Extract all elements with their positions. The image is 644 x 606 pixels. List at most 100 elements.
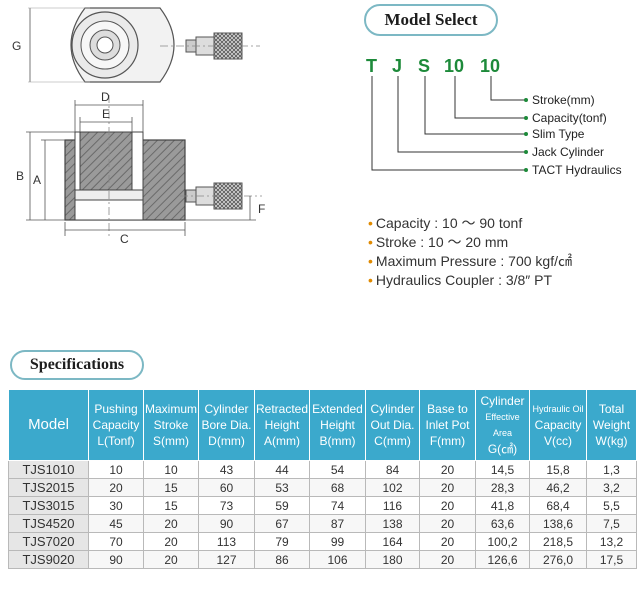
section-view: [64, 95, 262, 236]
table-cell: 79: [254, 532, 310, 551]
table-cell: 41,8: [475, 496, 530, 515]
code-letter-slim: S: [418, 56, 431, 76]
table-cell: 44: [254, 460, 310, 479]
table-cell: 43: [198, 460, 255, 479]
legend-dot: [524, 168, 528, 172]
table-cell: 138,6: [529, 514, 587, 533]
legend-dot: [524, 150, 528, 154]
legend-dot: [524, 116, 528, 120]
dim-label-g: G: [12, 39, 21, 53]
table-cell: 14,5: [475, 460, 530, 479]
table-cell: 15,8: [529, 460, 587, 479]
code-capacity: 10: [444, 56, 465, 76]
table-cell: 180: [365, 550, 420, 569]
table-cell: 10: [88, 460, 144, 479]
table-cell: 13,2: [586, 532, 637, 551]
feature-item: •Hydraulics Coupler : 3/8″ PT: [368, 272, 553, 288]
code-letter-type: J: [392, 56, 403, 76]
model-select-title: Model Select: [364, 4, 498, 36]
table-cell: 127: [198, 550, 255, 569]
table-cell: 63,6: [475, 514, 530, 533]
table-cell: 68,4: [529, 496, 587, 515]
dimension-lines: [26, 100, 256, 236]
model-cell: TJS1010: [8, 460, 89, 479]
table-cell: 126,6: [475, 550, 530, 569]
model-cell: TJS3015: [8, 496, 89, 515]
table-cell: 1,3: [586, 460, 637, 479]
feature-item: •Maximum Pressure : 700 kgf/㎠: [368, 253, 572, 269]
legend-capacity: Capacity(tonf): [532, 111, 607, 125]
table-cell: 276,0: [529, 550, 587, 569]
table-cell: 218,5: [529, 532, 587, 551]
table-cell: 17,5: [586, 550, 637, 569]
feature-item: •Capacity : 10 ～ 90 tonf: [368, 215, 523, 231]
table-cell: 20: [419, 514, 476, 533]
cylinder-technical-drawing: G D E B A C F: [12, 7, 265, 246]
table-cell: 20: [419, 460, 476, 479]
table-cell: 15: [143, 496, 199, 515]
legend-slim-type: Slim Type: [532, 127, 585, 141]
table-cell: 59: [254, 496, 310, 515]
table-cell: 68: [309, 478, 366, 497]
table-cell: 138: [365, 514, 420, 533]
top-view: [28, 7, 260, 83]
table-cell: 20: [419, 532, 476, 551]
table-cell: 164: [365, 532, 420, 551]
model-cell: TJS4520: [8, 514, 89, 533]
legend-jack-cylinder: Jack Cylinder: [532, 145, 605, 159]
table-cell: 70: [88, 532, 144, 551]
table-cell: 102: [365, 478, 420, 497]
dimension-labels: G D E B A C F: [12, 39, 265, 246]
table-cell: 3,2: [586, 478, 637, 497]
table-cell: 60: [198, 478, 255, 497]
table-cell: 86: [254, 550, 310, 569]
dim-label-a: A: [33, 173, 41, 187]
table-cell: 116: [365, 496, 420, 515]
table-cell: 106: [309, 550, 366, 569]
code-stroke: 10: [480, 56, 501, 76]
table-cell: 20: [143, 550, 199, 569]
legend-dot: [524, 98, 528, 102]
dim-label-b: B: [16, 169, 24, 183]
code-letter-manufacturer: T: [366, 56, 377, 76]
table-cell: 20: [419, 550, 476, 569]
table-cell: 90: [88, 550, 144, 569]
table-cell: 99: [309, 532, 366, 551]
legend-dot: [524, 132, 528, 136]
table-cell: 20: [419, 496, 476, 515]
table-cell: 54: [309, 460, 366, 479]
table-cell: 87: [309, 514, 366, 533]
table-cell: 45: [88, 514, 144, 533]
dim-label-d: D: [101, 90, 110, 104]
model-cell: TJS9020: [8, 550, 89, 569]
table-cell: 7,5: [586, 514, 637, 533]
table-cell: 10: [143, 460, 199, 479]
model-cell: TJS2015: [8, 478, 89, 497]
model-code-connectors: [371, 76, 526, 171]
specifications-title: Specifications: [10, 350, 144, 380]
legend-tact-hydraulics: TACT Hydraulics: [532, 163, 622, 177]
table-cell: 74: [309, 496, 366, 515]
model-cell: TJS7020: [8, 532, 89, 551]
table-cell: 67: [254, 514, 310, 533]
table-cell: 90: [198, 514, 255, 533]
table-cell: 73: [198, 496, 255, 515]
table-cell: 30: [88, 496, 144, 515]
table-cell: 100,2: [475, 532, 530, 551]
